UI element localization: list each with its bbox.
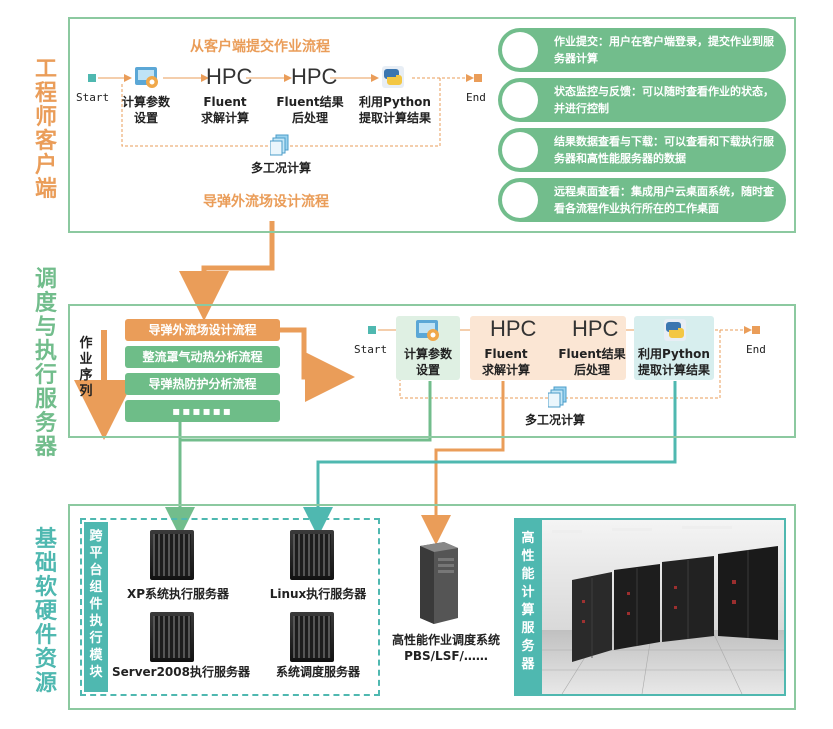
scheduler-step-1-label: 计算参数 设置 — [403, 347, 452, 377]
client-end-marker — [474, 74, 482, 82]
scheduler-panel — [68, 304, 796, 438]
feature-remote-desktop: 远程桌面查看：集成用户云桌面系统，随时查看各流程作业执行所在的工作桌面 — [498, 178, 786, 222]
scheduler-server-label: 系统调度服务器 — [275, 665, 360, 679]
supercomputer-photo — [542, 520, 784, 694]
feature-job-submit: 作业提交：用户在客户端登录，提交作业到服务器计算 — [498, 28, 786, 72]
feature-status-monitor: 状态监控与反馈：可以随时查看作业的状态，并进行控制 — [498, 78, 786, 122]
settings-icon — [414, 317, 442, 343]
resources-side-title: 基础软硬件资源 — [34, 527, 57, 696]
client-panel — [68, 17, 796, 233]
scheduler-server-rack-icon — [290, 612, 334, 662]
client-hpc-2: HPC — [291, 64, 338, 89]
task-more[interactable]: ▪▪▪▪▪▪ — [125, 400, 280, 422]
client-end-label: End — [466, 91, 486, 104]
green-from-step-arrow — [178, 381, 432, 442]
task-to-flow-arrow — [280, 327, 355, 402]
scheduler-system-label: 高性能作业调度系统 PBS/LSF/…… — [391, 633, 500, 663]
scheduler-side-title: 调度与执行服务器 — [34, 267, 57, 460]
feature-circle — [502, 182, 538, 218]
teal-to-linux-arrow — [303, 381, 677, 537]
scheduler-step-4-label: 利用Python 提取计算结果 — [637, 347, 710, 377]
scheduler-hpc-2: HPC — [572, 316, 619, 341]
scheduler-hpc-1: HPC — [490, 316, 537, 341]
cross-platform-title-bar: 跨平台组件执行模块 — [84, 522, 108, 692]
python-icon — [380, 64, 406, 90]
client-step-4-label: 利用Python 提取计算结果 — [358, 95, 431, 125]
feature-circle — [502, 32, 538, 68]
scheduler-end-marker — [752, 326, 760, 334]
client-flow-title: 从客户端提交作业流程 — [190, 39, 330, 55]
scheduler-multi-label: 多工况计算 — [524, 413, 585, 427]
xp-server-rack-icon — [150, 530, 194, 580]
feature-circle — [502, 82, 538, 118]
feature-circle — [502, 132, 538, 168]
hpc-title-bar: 高性能计算服务器 — [521, 531, 535, 672]
scheduler-start-marker — [368, 326, 376, 334]
linux-server-rack-icon — [290, 530, 334, 580]
multi-case-icon — [547, 386, 568, 408]
settings-icon — [133, 64, 161, 90]
task-fairing-heat[interactable]: 整流罩气动热分析流程 — [125, 346, 280, 368]
client-start-marker — [88, 74, 96, 82]
client-to-scheduler-arrow — [179, 221, 275, 321]
client-bottom-title: 导弹外流场设计流程 — [203, 194, 329, 210]
client-start-label: Start — [76, 91, 110, 104]
orange-to-pbs-arrow — [421, 381, 505, 545]
python-icon — [662, 317, 688, 343]
queue-label: 作业序列 — [79, 336, 93, 399]
xp-server-label: XP系统执行服务器 — [126, 587, 230, 601]
client-side-title: 工程师客户端 — [34, 57, 57, 202]
client-step-1-label: 计算参数 设置 — [121, 95, 170, 125]
client-step-3-label: Fluent结果 后处理 — [276, 95, 344, 125]
task-missile-flow[interactable]: 导弹外流场设计流程 — [125, 319, 280, 341]
scheduler-end-label: End — [746, 343, 766, 356]
client-hpc-1: HPC — [206, 64, 253, 89]
resources-panel — [68, 504, 796, 710]
tower-server-icon — [414, 540, 460, 624]
server2008-rack-icon — [150, 612, 194, 662]
scheduler-step-2-label: Fluent 求解计算 — [481, 347, 530, 377]
linux-server-label: Linux执行服务器 — [269, 587, 367, 601]
multi-case-icon — [269, 134, 290, 156]
client-multi-label: 多工况计算 — [250, 161, 311, 175]
step-box-fluent — [470, 316, 626, 380]
scheduler-start-label: Start — [354, 343, 388, 356]
client-step-2-label: Fluent 求解计算 — [200, 95, 249, 125]
server2008-label: Server2008执行服务器 — [112, 665, 250, 679]
cross-platform-box — [80, 518, 380, 696]
task-thermal-protection[interactable]: 导弹热防护分析流程 — [125, 373, 280, 395]
scheduler-step-3-label: Fluent结果 后处理 — [558, 347, 626, 377]
feature-result-download: 结果数据查看与下载：可以查看和下载执行服务器和高性能服务器的数据 — [498, 128, 786, 172]
